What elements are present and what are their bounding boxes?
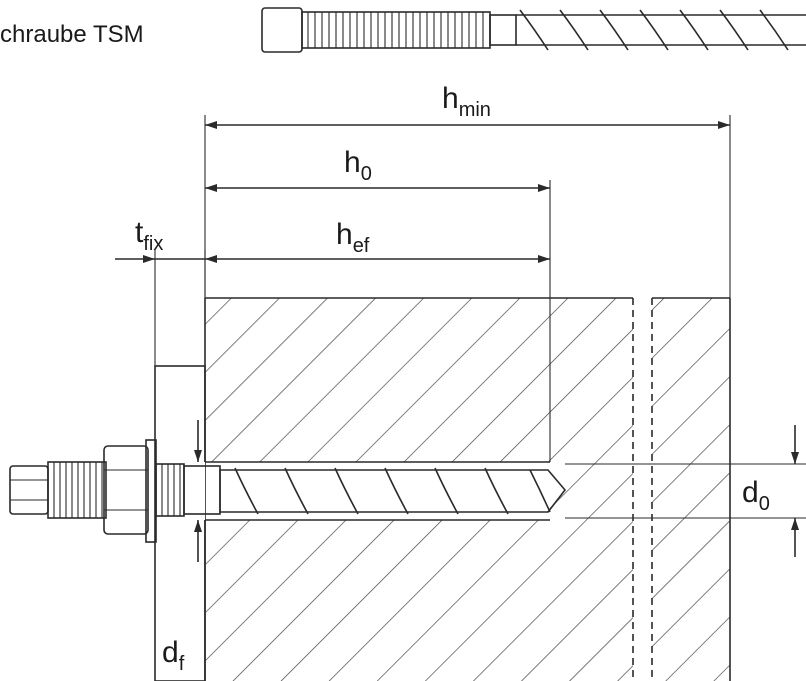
drill-hole: [205, 462, 550, 520]
label-h-ef: hef: [336, 218, 370, 257]
label-h-min: hmin: [442, 82, 491, 121]
hex-nut: [103, 445, 149, 535]
screw-illustration: [261, 7, 806, 53]
label-d-f: df: [162, 636, 185, 675]
threaded-stud: [9, 461, 185, 519]
dimension-d-0: [565, 425, 806, 557]
fixture-plate: [154, 365, 206, 681]
dimension-h-min: [204, 115, 731, 298]
dimension-t-fix: [115, 250, 206, 366]
label-t-fix: tfix: [135, 216, 163, 255]
label-h-0: h0: [344, 146, 372, 185]
screw-shank: [183, 465, 567, 515]
label-d-0: d0: [742, 476, 770, 515]
product-title: chraube TSM: [0, 21, 144, 48]
concrete-block-continuation: [652, 298, 730, 681]
